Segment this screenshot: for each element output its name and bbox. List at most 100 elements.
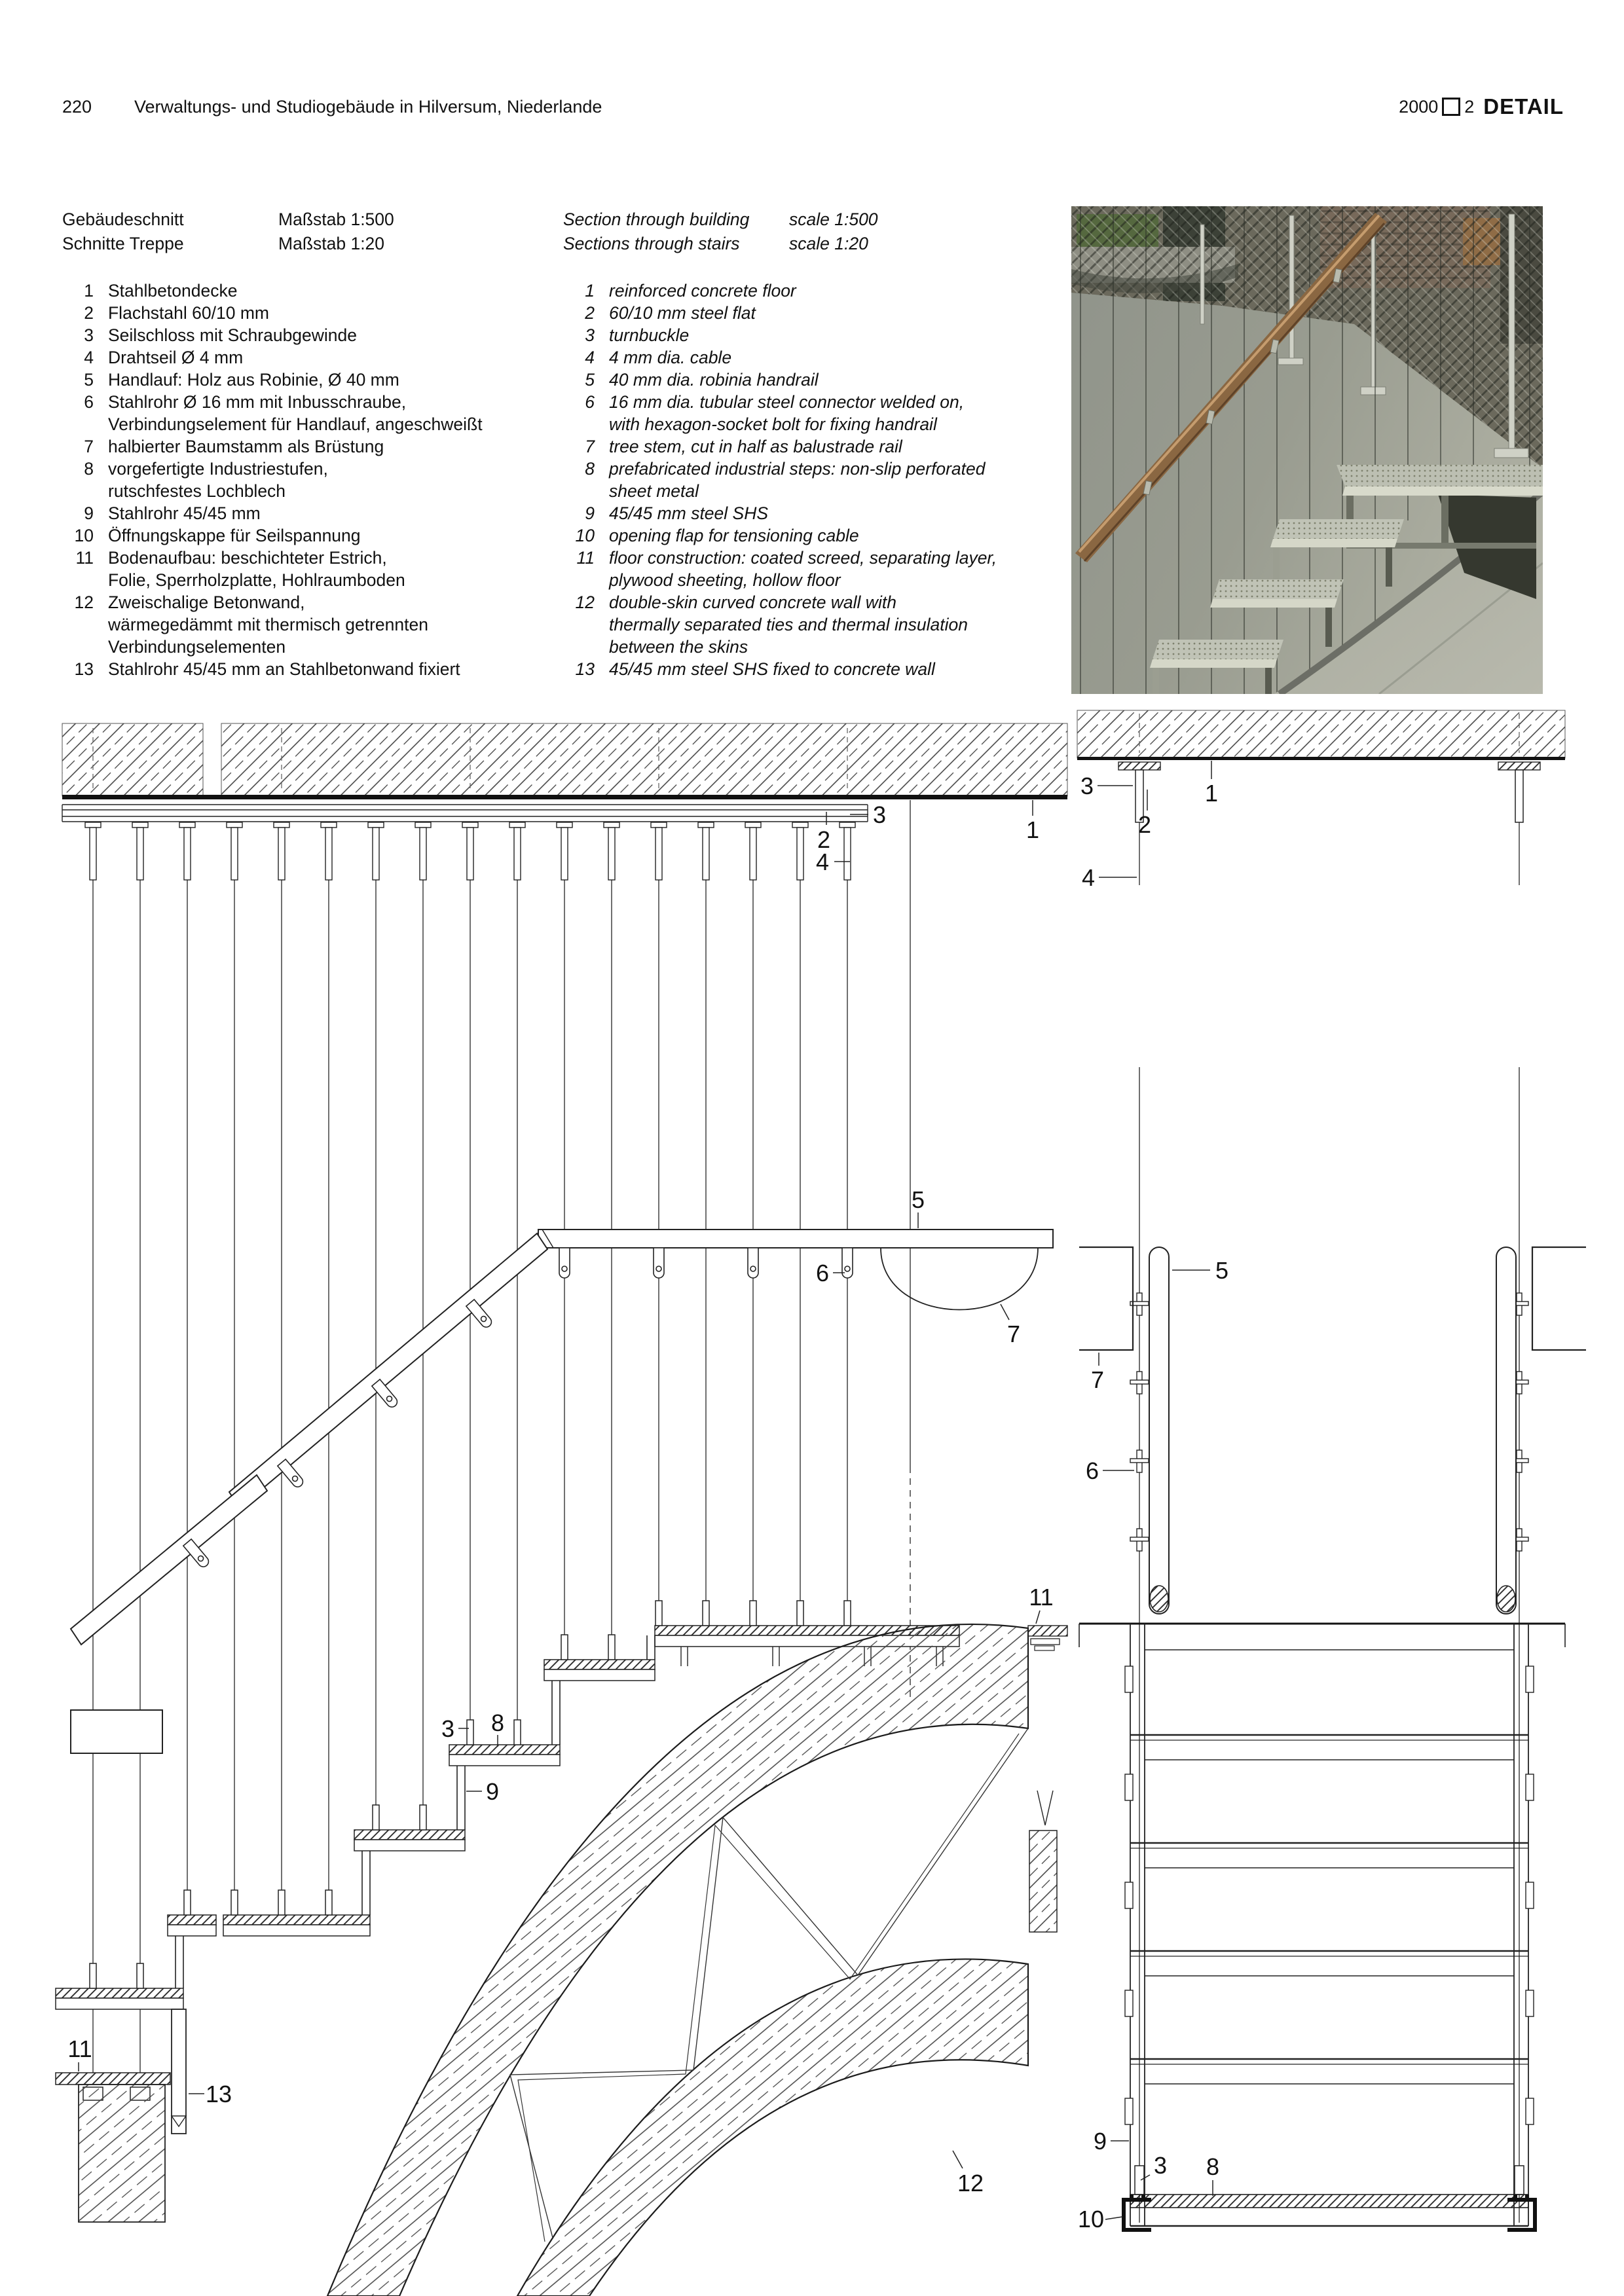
issue-year: 2000 bbox=[1399, 96, 1439, 117]
callout-9: 9 bbox=[486, 1778, 499, 1805]
tension-clamp bbox=[1122, 2195, 1151, 2232]
tree-stem-bracket bbox=[1531, 1246, 1586, 1351]
legend-title: Sections through stairs bbox=[563, 234, 740, 253]
legend-title-row: Sections through stairs scale 1:20 bbox=[563, 232, 1061, 255]
handrail-posts bbox=[1079, 1246, 1586, 1614]
left-section-drawing: 3 2 4 1 5 6 7 11 3 8 9 bbox=[55, 723, 1068, 2296]
callout-8: 8 bbox=[491, 1709, 504, 1736]
legend-scale: Maßstab 1:500 bbox=[278, 210, 394, 229]
callout-12: 12 bbox=[957, 2170, 984, 2196]
issue-logo: 2000 2 DETAIL bbox=[1399, 94, 1564, 119]
issue-number: 2 bbox=[1464, 96, 1475, 117]
page-header: 220 Verwaltungs- und Studiogebäude in Hi… bbox=[0, 94, 1624, 123]
callout-6: 6 bbox=[1086, 1457, 1099, 1484]
cable-tension-box bbox=[70, 1709, 163, 1754]
callout-8: 8 bbox=[1206, 2153, 1219, 2180]
ceiling-anchors bbox=[1118, 761, 1541, 823]
handrail-cable-connectors bbox=[1143, 268, 1342, 496]
thermal-ties-truss bbox=[509, 1728, 1029, 2238]
left-drawing-callouts: 3 2 4 1 5 6 7 11 3 8 9 bbox=[67, 800, 1054, 2196]
callout-5: 5 bbox=[1215, 1257, 1228, 1284]
cable-sleeves bbox=[89, 1600, 851, 1989]
callout-4: 4 bbox=[816, 848, 829, 875]
callout-2: 2 bbox=[1138, 811, 1151, 838]
callout-10: 10 bbox=[1078, 2206, 1104, 2232]
turnbuckle bbox=[1134, 2165, 1145, 2195]
right-section-drawing: 3 1 2 4 5 7 6 9 3 8 10 bbox=[1077, 710, 1586, 2232]
callout-9: 9 bbox=[1094, 2128, 1107, 2155]
curved-concrete-wall bbox=[1274, 488, 1543, 694]
perforated-step bbox=[1130, 2194, 1529, 2208]
callout-3: 3 bbox=[1154, 2152, 1167, 2179]
legend-scale: Maßstab 1:20 bbox=[278, 234, 385, 253]
stair-steps-section bbox=[55, 1625, 960, 2010]
callout-1: 1 bbox=[1026, 816, 1039, 843]
suspension-cables bbox=[1080, 206, 1530, 694]
photo-overlay bbox=[1071, 206, 1543, 694]
turnbuckle-hangers bbox=[84, 822, 856, 881]
stair-flight-elevation bbox=[1079, 1622, 1566, 2232]
concrete-ceiling bbox=[62, 723, 1068, 799]
wire-cables bbox=[1139, 822, 1520, 2223]
callout-13: 13 bbox=[206, 2081, 232, 2107]
callout-2: 2 bbox=[817, 826, 830, 853]
tension-clamp bbox=[1507, 2195, 1537, 2232]
wire-cables bbox=[92, 800, 911, 2073]
treads bbox=[1130, 1649, 1528, 2085]
steel-flat bbox=[62, 804, 868, 822]
legend-title: Schnitte Treppe bbox=[62, 234, 184, 253]
legend-scale: scale 1:500 bbox=[789, 210, 878, 229]
page-number: 220 bbox=[62, 97, 92, 117]
stair-steps bbox=[1150, 465, 1543, 694]
rail-cable-connectors bbox=[182, 1247, 853, 1567]
shs-column-and-floor bbox=[55, 2009, 187, 2223]
page-title: Verwaltungs- und Studiogebäude in Hilver… bbox=[134, 97, 602, 117]
brand-logo: DETAIL bbox=[1483, 94, 1564, 118]
callout-3: 3 bbox=[873, 801, 886, 828]
callout-11: 11 bbox=[1029, 1584, 1053, 1611]
turnbuckle bbox=[1514, 2165, 1524, 2195]
tree-stem-bracket bbox=[1079, 1246, 1134, 1351]
rail-bolts bbox=[1124, 1666, 1534, 2125]
stringer-rails bbox=[1130, 1624, 1529, 2226]
anchor-axis-marks bbox=[92, 728, 848, 789]
legend-scale: scale 1:20 bbox=[789, 234, 868, 253]
callout-4: 4 bbox=[1082, 864, 1095, 891]
callout-7: 7 bbox=[1007, 1321, 1020, 1347]
callout-5: 5 bbox=[912, 1186, 925, 1213]
callout-11: 11 bbox=[67, 2035, 92, 2062]
right-drawing-callouts: 3 1 2 4 5 7 6 9 3 8 10 bbox=[1078, 761, 1228, 2232]
callout-3: 3 bbox=[1080, 773, 1094, 799]
callout-7: 7 bbox=[1091, 1366, 1104, 1393]
legend-title-row: Section through building scale 1:500 bbox=[563, 208, 1061, 230]
callout-6: 6 bbox=[816, 1260, 829, 1286]
tree-stem-balustrade bbox=[880, 1247, 1039, 1311]
callout-1: 1 bbox=[1205, 780, 1218, 807]
